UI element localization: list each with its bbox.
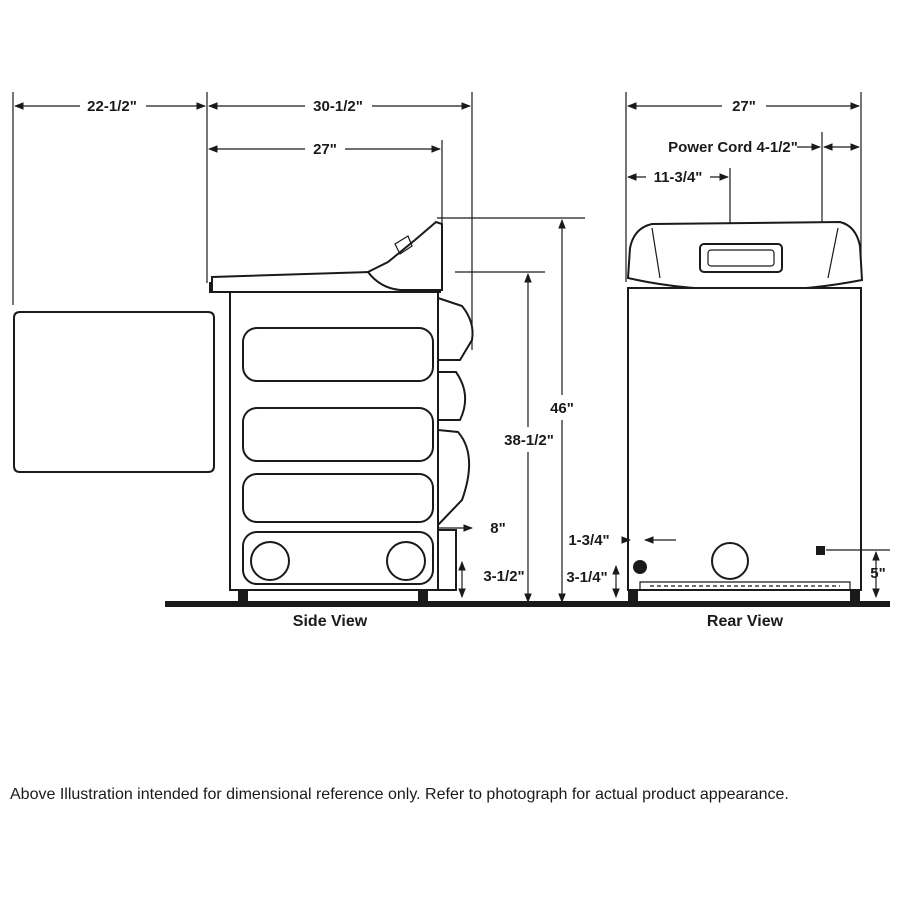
side-circle-vent — [386, 541, 426, 581]
front-profile-upper — [437, 296, 474, 361]
power-cord-outlet-icon — [816, 546, 825, 555]
side-foot-right — [418, 590, 428, 602]
side-panel-4 — [242, 531, 434, 585]
control-console — [366, 220, 443, 291]
rear-cabinet — [627, 287, 862, 591]
side-panel-2 — [242, 407, 434, 462]
rear-foot-right — [850, 590, 860, 602]
dim-gas-height: 3-1/4" — [566, 569, 607, 586]
dim-cabinet-depth: 27" — [313, 141, 337, 158]
side-view-title: Side View — [293, 613, 368, 630]
rear-top-contour — [651, 227, 839, 279]
dim-overall-depth: 30-1/2" — [313, 98, 363, 115]
side-panel-1 — [242, 327, 434, 382]
dim-gas-offset: 1-3/4" — [568, 532, 609, 549]
footnote: Above Illustration intended for dimensio… — [10, 786, 789, 803]
dim-door-depth: 22-1/2" — [87, 98, 137, 115]
dim-cord-height: 5" — [870, 565, 885, 582]
dim-rear-width: 27" — [732, 98, 756, 115]
rear-foot-left — [628, 590, 638, 602]
side-circle-left — [250, 541, 290, 581]
front-profile-drum — [437, 371, 467, 421]
front-profile-base — [437, 529, 457, 591]
dim-overall-height: 46" — [550, 400, 574, 417]
dim-top-height: 38-1/2" — [504, 432, 554, 449]
front-profile-lower — [437, 428, 471, 528]
rear-vent-circle — [711, 542, 749, 580]
rear-handle-recess — [699, 243, 783, 273]
gas-connection-icon — [633, 560, 647, 574]
side-view: 22-1/2" 30-1/2" 27" 46" 38-1/2" 8" 3-1/2… — [12, 92, 585, 603]
dim-rear-vent-offset: 11-3/4" — [654, 169, 703, 186]
floor-line — [165, 601, 890, 607]
console-knob-icon — [394, 235, 413, 255]
rear-handle-inner — [707, 249, 775, 267]
dim-vent-offset: 8" — [490, 520, 505, 537]
side-foot-left — [238, 590, 248, 602]
rear-view: 27" Power Cord 4-1/2" 11-3/4" 1-3/4" 3-1… — [566, 92, 890, 602]
dim-vent-height: 3-1/2" — [483, 568, 524, 585]
side-panel-3 — [242, 473, 434, 523]
dim-power-cord: Power Cord 4-1/2" — [668, 139, 798, 156]
open-door — [13, 311, 215, 473]
rear-view-title: Rear View — [707, 613, 784, 630]
